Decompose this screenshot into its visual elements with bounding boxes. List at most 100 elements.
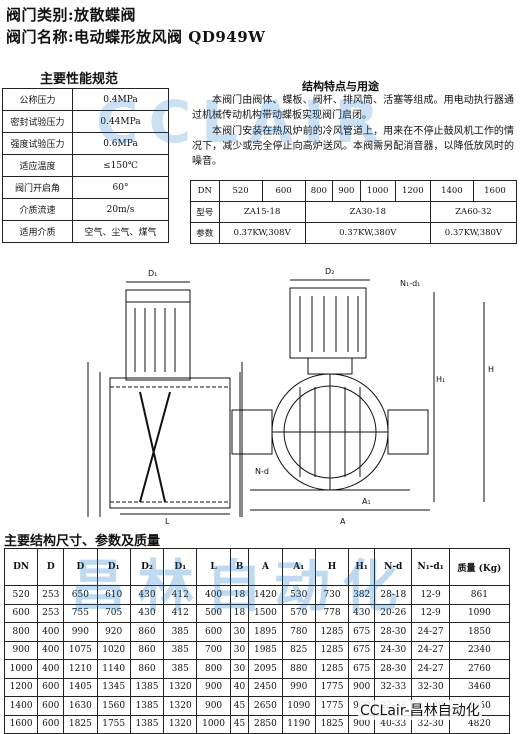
spec-row: 适用介质空气、尘气、煤气 xyxy=(2,220,169,243)
dimensions-cell: 1420 xyxy=(248,585,283,605)
dimensions-cell: 675 xyxy=(348,659,376,679)
label-d1: D₁ xyxy=(148,269,157,278)
spec-title: 主要性能规范 xyxy=(40,72,119,87)
actuator-dn-cell: 520 xyxy=(218,180,263,202)
label-h: H xyxy=(488,365,494,374)
dimensions-header-cell: D₁ xyxy=(96,548,131,586)
dimensions-cell: 20-26 xyxy=(374,603,413,623)
dimensions-cell: 30 xyxy=(229,622,250,642)
dimensions-cell: 28-18 xyxy=(374,585,413,605)
dimensions-cell: 1385 xyxy=(129,714,165,734)
dimensions-header-cell: A₁ xyxy=(281,548,316,586)
dimensions-cell: 30 xyxy=(229,640,250,660)
dimensions-header-cell: N-d xyxy=(374,548,413,586)
dimensions-cell: 12-9 xyxy=(411,603,450,623)
dimensions-cell: 1075 xyxy=(63,640,98,660)
brand-label: CCLair-昌林自动化 xyxy=(358,700,482,720)
dimensions-cell: 1140 xyxy=(96,659,131,679)
dimensions-header-cell: H xyxy=(314,548,350,586)
dimensions-cell: 1850 xyxy=(448,622,511,642)
dimensions-cell: 675 xyxy=(348,622,376,642)
label-n1d1: N₁-d₁ xyxy=(400,279,420,288)
spec-key: 介质流速 xyxy=(2,198,73,221)
dimensions-cell: 400 xyxy=(196,585,231,605)
spec-value: 60° xyxy=(72,176,169,199)
dimensions-cell: 610 xyxy=(96,585,131,605)
dimensions-cell: 860 xyxy=(129,622,165,642)
spec-key: 强度试验压力 xyxy=(2,132,73,155)
dimensions-cell: 2095 xyxy=(248,659,283,679)
dimensions-cell: 900 xyxy=(196,677,231,697)
actuator-dn-cell: 900 xyxy=(332,180,361,202)
dimensions-cell: 2650 xyxy=(248,696,283,716)
actuator-dn-cell: 1000 xyxy=(359,180,396,202)
dimensions-cell: 900 xyxy=(196,696,231,716)
dimensions-cell: 24-27 xyxy=(411,640,450,660)
side-actuator xyxy=(125,289,191,381)
actuator-model-cell: ZA30-18 xyxy=(304,201,431,223)
valve-name: 阀门名称:电动蝶形放风阀 QD949W xyxy=(6,28,266,46)
actuator-param-cell: 0.37KW,380V xyxy=(429,222,518,244)
dimensions-cell: 430 xyxy=(348,603,376,623)
valve-drawing: D₁ D₂ N₁-d₁ H H₁ A₁ N-d L A xyxy=(87,267,494,526)
dimensions-cell: 675 xyxy=(348,640,376,660)
dimensions-cell: 24-30 xyxy=(374,640,413,660)
dimensions-cell: 861 xyxy=(448,585,511,605)
dimensions-cell: 3460 xyxy=(448,677,511,697)
dimensions-header-cell: DN xyxy=(3,548,39,586)
spec-key: 密封试验压力 xyxy=(2,110,73,133)
dimensions-cell: 32-33 xyxy=(374,677,413,697)
dimensions-cell: 382 xyxy=(348,585,376,605)
dimensions-header-cell: N₁-d₁ xyxy=(411,548,450,586)
dimensions-cell: 650 xyxy=(63,585,98,605)
spec-value: 0.6MPa xyxy=(72,132,169,155)
dimensions-cell: 400 xyxy=(37,659,65,679)
dimensions-header-cell: B xyxy=(229,548,250,586)
dimensions-cell: 412 xyxy=(163,603,198,623)
spec-key: 公称压力 xyxy=(2,88,73,111)
dimensions-cell: 1090 xyxy=(281,696,316,716)
dimensions-cell: 430 xyxy=(129,603,165,623)
dimensions-cell: 778 xyxy=(314,603,350,623)
dimensions-cell: 253 xyxy=(37,585,65,605)
dimensions-cell: 1285 xyxy=(314,659,350,679)
dimensions-cell: 990 xyxy=(281,677,316,697)
dimensions-cell: 400 xyxy=(37,622,65,642)
dimensions-cell: 800 xyxy=(3,622,39,642)
dimensions-cell: 900 xyxy=(348,677,376,697)
dimensions-cell: 1560 xyxy=(96,696,131,716)
label-nd: N-d xyxy=(255,467,269,476)
dimensions-cell: 705 xyxy=(96,603,131,623)
spec-key: 适应温度 xyxy=(2,154,73,177)
dimensions-cell: 430 xyxy=(129,585,165,605)
actuator-dn-cell: 800 xyxy=(304,180,334,202)
dimensions-cell: 990 xyxy=(63,622,98,642)
actuator-dn-cell: 600 xyxy=(261,180,306,202)
dimensions-title: 主要结构尺寸、参数及质量 xyxy=(4,534,161,549)
label-a: A xyxy=(340,517,346,526)
dimensions-cell: 40 xyxy=(229,677,250,697)
actuator-dn-cell: 1400 xyxy=(429,180,474,202)
dimensions-cell: 570 xyxy=(281,603,316,623)
dimensions-cell: 385 xyxy=(163,659,198,679)
dimensions-cell: 920 xyxy=(96,622,131,642)
actuator-param-cell: 0.37KW,308V xyxy=(218,222,306,244)
dimensions-header-cell: A xyxy=(248,548,283,586)
dimensions-cell: 900 xyxy=(3,640,39,660)
dimensions-cell: 1400 xyxy=(3,696,39,716)
features-p1: 本阀门由阀体、蝶板、阀杆、排风筒、活塞等组成。用电动执行器通过机械传动机构带动蝶… xyxy=(192,95,514,121)
dimensions-cell: 253 xyxy=(37,603,65,623)
spec-value: 0.44MPa xyxy=(72,110,169,133)
dimensions-cell: 1985 xyxy=(248,640,283,660)
dimensions-cell: 780 xyxy=(281,622,316,642)
dimensions-cell: 1285 xyxy=(314,622,350,642)
